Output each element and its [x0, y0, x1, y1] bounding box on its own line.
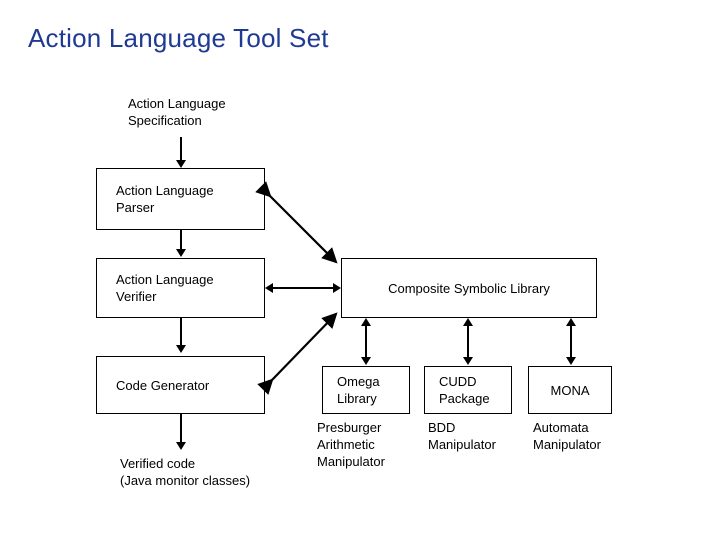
verifier-line-2: Verifier	[116, 289, 157, 304]
node-verified-code: Verified code (Java monitor classes)	[120, 455, 250, 489]
omega-role-line-2: Arithmetic	[317, 437, 375, 452]
omega-line-2: Library	[337, 391, 377, 406]
omega-line-1: Omega	[337, 374, 380, 389]
connector-csl-cudd-line	[467, 326, 469, 358]
connector-codegen-to-verified-line	[180, 414, 182, 444]
connector-csl-omega-line	[365, 326, 367, 358]
csl-line-1: Composite Symbolic Library	[388, 280, 550, 296]
connector-spec-to-parser-arrowhead	[176, 160, 186, 168]
connector-csl-mona-line	[570, 326, 572, 358]
connector-csl-omega-arrowhead-up	[361, 318, 371, 326]
node-mona[interactable]: MONA	[528, 366, 612, 414]
mona-role-line-2: Manipulator	[533, 437, 601, 452]
verified-code-line-2: (Java monitor classes)	[120, 473, 251, 488]
caption-cudd-role: BDD Manipulator	[428, 419, 496, 453]
cudd-line-2: Package	[439, 391, 490, 406]
connector-parser-to-verifier-arrowhead	[176, 249, 186, 257]
cudd-role-line-1: BDD	[428, 420, 456, 435]
parser-line-2: Parser	[116, 200, 155, 215]
connector-verifier-csl-line	[273, 287, 333, 289]
node-code-generator[interactable]: Code Generator	[96, 356, 265, 414]
codegen-line-1: Code Generator	[116, 377, 210, 393]
connector-csl-cudd-arrowhead-up	[463, 318, 473, 326]
connector-csl-omega-arrowhead-down	[361, 357, 371, 365]
connector-verifier-csl-arrowhead-right	[333, 283, 341, 293]
cudd-role-line-2: Manipulator	[428, 437, 496, 452]
connector-codegen-to-verified-arrowhead	[176, 442, 186, 450]
node-action-language-specification: Action Language Specification	[128, 95, 226, 129]
node-omega-library[interactable]: Omega Library	[322, 366, 410, 414]
node-action-language-verifier[interactable]: Action Language Verifier	[96, 258, 265, 318]
mona-line-1: MONA	[550, 382, 590, 398]
connector-csl-mona-arrowhead-down	[566, 357, 576, 365]
connector-csl-cudd-arrowhead-down	[463, 357, 473, 365]
connector-verifier-to-codegen-line	[180, 318, 182, 347]
connector-parser-to-verifier-line	[180, 230, 182, 250]
node-composite-symbolic-library[interactable]: Composite Symbolic Library	[341, 258, 597, 318]
omega-role-line-1: Presburger	[317, 420, 382, 435]
node-cudd-package[interactable]: CUDD Package	[424, 366, 512, 414]
connector-parser-to-csl	[255, 181, 338, 264]
caption-mona-role: Automata Manipulator	[533, 419, 601, 453]
omega-role-line-3: Manipulator	[317, 454, 385, 469]
connector-csl-mona-arrowhead-up	[566, 318, 576, 326]
node-action-language-parser[interactable]: Action Language Parser	[96, 168, 265, 230]
spec-line-2: Specification	[128, 113, 202, 128]
page-title: Action Language Tool Set	[28, 23, 329, 53]
caption-omega-role: Presburger Arithmetic Manipulator	[317, 419, 385, 470]
connector-verifier-to-codegen-arrowhead	[176, 345, 186, 353]
mona-role-line-1: Automata	[533, 420, 589, 435]
verifier-line-1: Action Language	[116, 272, 214, 287]
connector-spec-to-parser-line	[180, 137, 182, 162]
connector-verifier-csl-arrowhead-left	[265, 283, 273, 293]
spec-line-1: Action Language	[128, 96, 226, 111]
verified-code-line-1: Verified code	[120, 456, 196, 471]
parser-line-1: Action Language	[116, 183, 214, 198]
cudd-line-1: CUDD	[439, 374, 477, 389]
